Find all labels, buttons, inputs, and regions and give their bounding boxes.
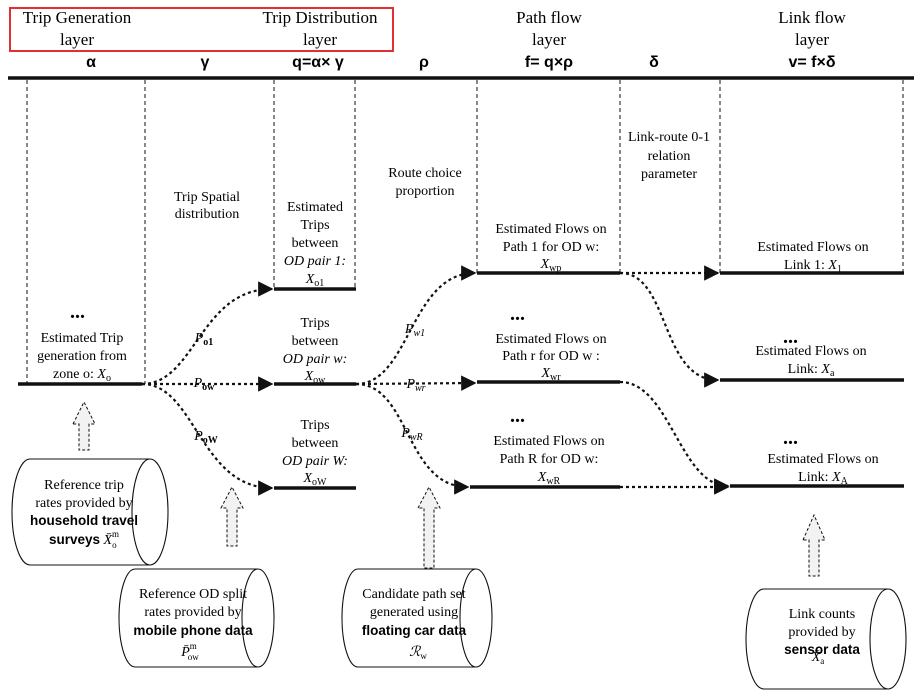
node-bars: [18, 271, 904, 490]
edge-label-p-wr: Pwr: [405, 377, 425, 394]
up-arrow-household: [72, 400, 96, 451]
node-trip-gen-line2: generation from: [37, 349, 127, 364]
node-pathr-var: Xwr: [540, 366, 561, 383]
edge-label-p-wR: PwR: [400, 426, 422, 443]
node-linkA-line1: Estimated Flows on: [767, 452, 878, 467]
edge-label-p-ow: Pow: [193, 376, 216, 393]
node-path1-line1: Estimated Flows on: [495, 222, 606, 237]
up-arrow-mobile: [220, 485, 244, 547]
node-linka-line2: Link: Xa: [788, 362, 835, 379]
sensor-symbol: X̄a: [811, 650, 825, 666]
node-odW-line3: OD pair W:: [282, 454, 348, 469]
floating-bold1: floating car data: [362, 623, 467, 638]
header-trip-generation-line2: layer: [60, 30, 94, 49]
sensor-line1: Link counts: [789, 607, 856, 622]
node-pathR-line1: Estimated Flows on: [493, 434, 604, 449]
node-trip-gen-line3: zone o: Xo: [53, 367, 111, 384]
node-trip-gen-line1: Estimated Trip: [41, 331, 124, 346]
node-pathr-line2: Path r for OD w :: [502, 349, 600, 364]
node-odW-var: XoW: [302, 471, 327, 488]
floating-symbol: ℛw: [409, 645, 427, 661]
node-linka-line1: Estimated Flows on: [755, 344, 866, 359]
node-odw-line3: OD pair w:: [283, 352, 348, 367]
header-link-flow-line1: Link flow: [778, 8, 846, 27]
header-path-flow-line1: Path flow: [516, 8, 582, 27]
household-line1: Reference trip: [44, 478, 124, 493]
header-trip-distribution-line1: Trip Distribution: [262, 8, 378, 27]
edge-label-p-oW: PoW: [193, 429, 218, 446]
node-od1-line1: Estimated: [287, 200, 343, 215]
ellipsis-link-A: ...: [783, 427, 798, 449]
mobile-line1: Reference OD split: [139, 587, 247, 602]
sensor-line2: provided by: [788, 625, 855, 640]
symbol-delta: δ: [649, 54, 659, 71]
up-arrow-sensor: [802, 513, 826, 577]
edge-label-p-o1: Po1: [194, 331, 214, 348]
annotation-link-route-1: Link-route 0-1: [628, 130, 710, 145]
node-path1-var: Xwp: [540, 257, 562, 274]
annotation-link-route-2: relation: [648, 149, 691, 164]
highlight-box: [9, 7, 394, 52]
cylinder-sensor-cap: [869, 588, 889, 690]
cylinder-mobile-cap: [241, 568, 259, 668]
symbol-alpha: α: [86, 54, 96, 71]
up-arrow-floating: [417, 485, 441, 569]
household-bold1: household travel: [30, 513, 138, 528]
cylinder-household-cap: [131, 458, 151, 566]
annotation-route-choice-1: Route choice: [388, 166, 461, 181]
input-arrows: [72, 400, 826, 577]
node-od1-line2: Trips: [300, 218, 329, 233]
column-dividers: [26, 80, 904, 384]
annotation-trip-spatial-2: distribution: [175, 207, 240, 222]
symbol-gamma: γ: [201, 54, 210, 71]
annotation-link-route-3: parameter: [641, 167, 697, 182]
annotation-route-choice-2: proportion: [395, 184, 454, 199]
cylinder-floating-cap: [459, 568, 477, 668]
symbol-rho: ρ: [419, 54, 429, 71]
node-odW-line2: between: [292, 436, 339, 451]
mobile-bold1: mobile phone data: [133, 623, 253, 638]
node-linkA-line2: Link: XA: [798, 470, 848, 487]
header-link-flow-line2: layer: [795, 30, 829, 49]
floating-line2: generated using: [370, 605, 458, 620]
node-link1-line2: Link 1: X1: [784, 258, 842, 275]
symbol-v: v= f×δ: [788, 54, 835, 71]
node-odw-var: Xow: [304, 369, 327, 386]
ellipsis-link-a: ...: [783, 326, 798, 348]
ellipsis-path-r: ...: [510, 303, 525, 325]
node-od1-var: Xo1: [305, 272, 325, 289]
floating-line1: Candidate path set: [362, 587, 466, 602]
node-path1-line2: Path 1 for OD w:: [503, 240, 599, 255]
node-pathR-var: XwR: [537, 470, 561, 487]
ellipsis-trip-generation: ...: [70, 301, 85, 323]
ellipsis-path-R: ...: [510, 405, 525, 427]
annotation-trip-spatial-1: Trip Spatial: [174, 190, 240, 205]
node-odw-line2: between: [292, 334, 339, 349]
household-line2: rates provided by: [35, 496, 132, 511]
header-trip-generation-line1: Trip Generation: [23, 8, 132, 27]
node-od1-line4: OD pair 1:: [284, 254, 346, 269]
header-trip-distribution-line2: layer: [303, 30, 337, 49]
mobile-line2: rates provided by: [144, 605, 241, 620]
cylinder-household: [11, 458, 169, 566]
header-path-flow-line2: layer: [532, 30, 566, 49]
sensor-bold1: sensor data: [784, 642, 860, 657]
node-odw-line1: Trips: [300, 316, 329, 331]
symbol-q: q=α× γ: [292, 54, 344, 71]
node-link1-line1: Estimated Flows on: [757, 240, 868, 255]
node-od1-line3: between: [292, 236, 339, 251]
node-pathR-line2: Path R for OD w:: [500, 452, 599, 467]
node-odW-line1: Trips: [300, 418, 329, 433]
data-source-shapes: [11, 458, 907, 690]
symbol-f: f= q×ρ: [525, 54, 573, 71]
edge-label-p-w1: Pw1: [404, 322, 425, 339]
node-pathr-line1: Estimated Flows on: [495, 332, 606, 347]
flow-arrows: [141, 265, 730, 496]
